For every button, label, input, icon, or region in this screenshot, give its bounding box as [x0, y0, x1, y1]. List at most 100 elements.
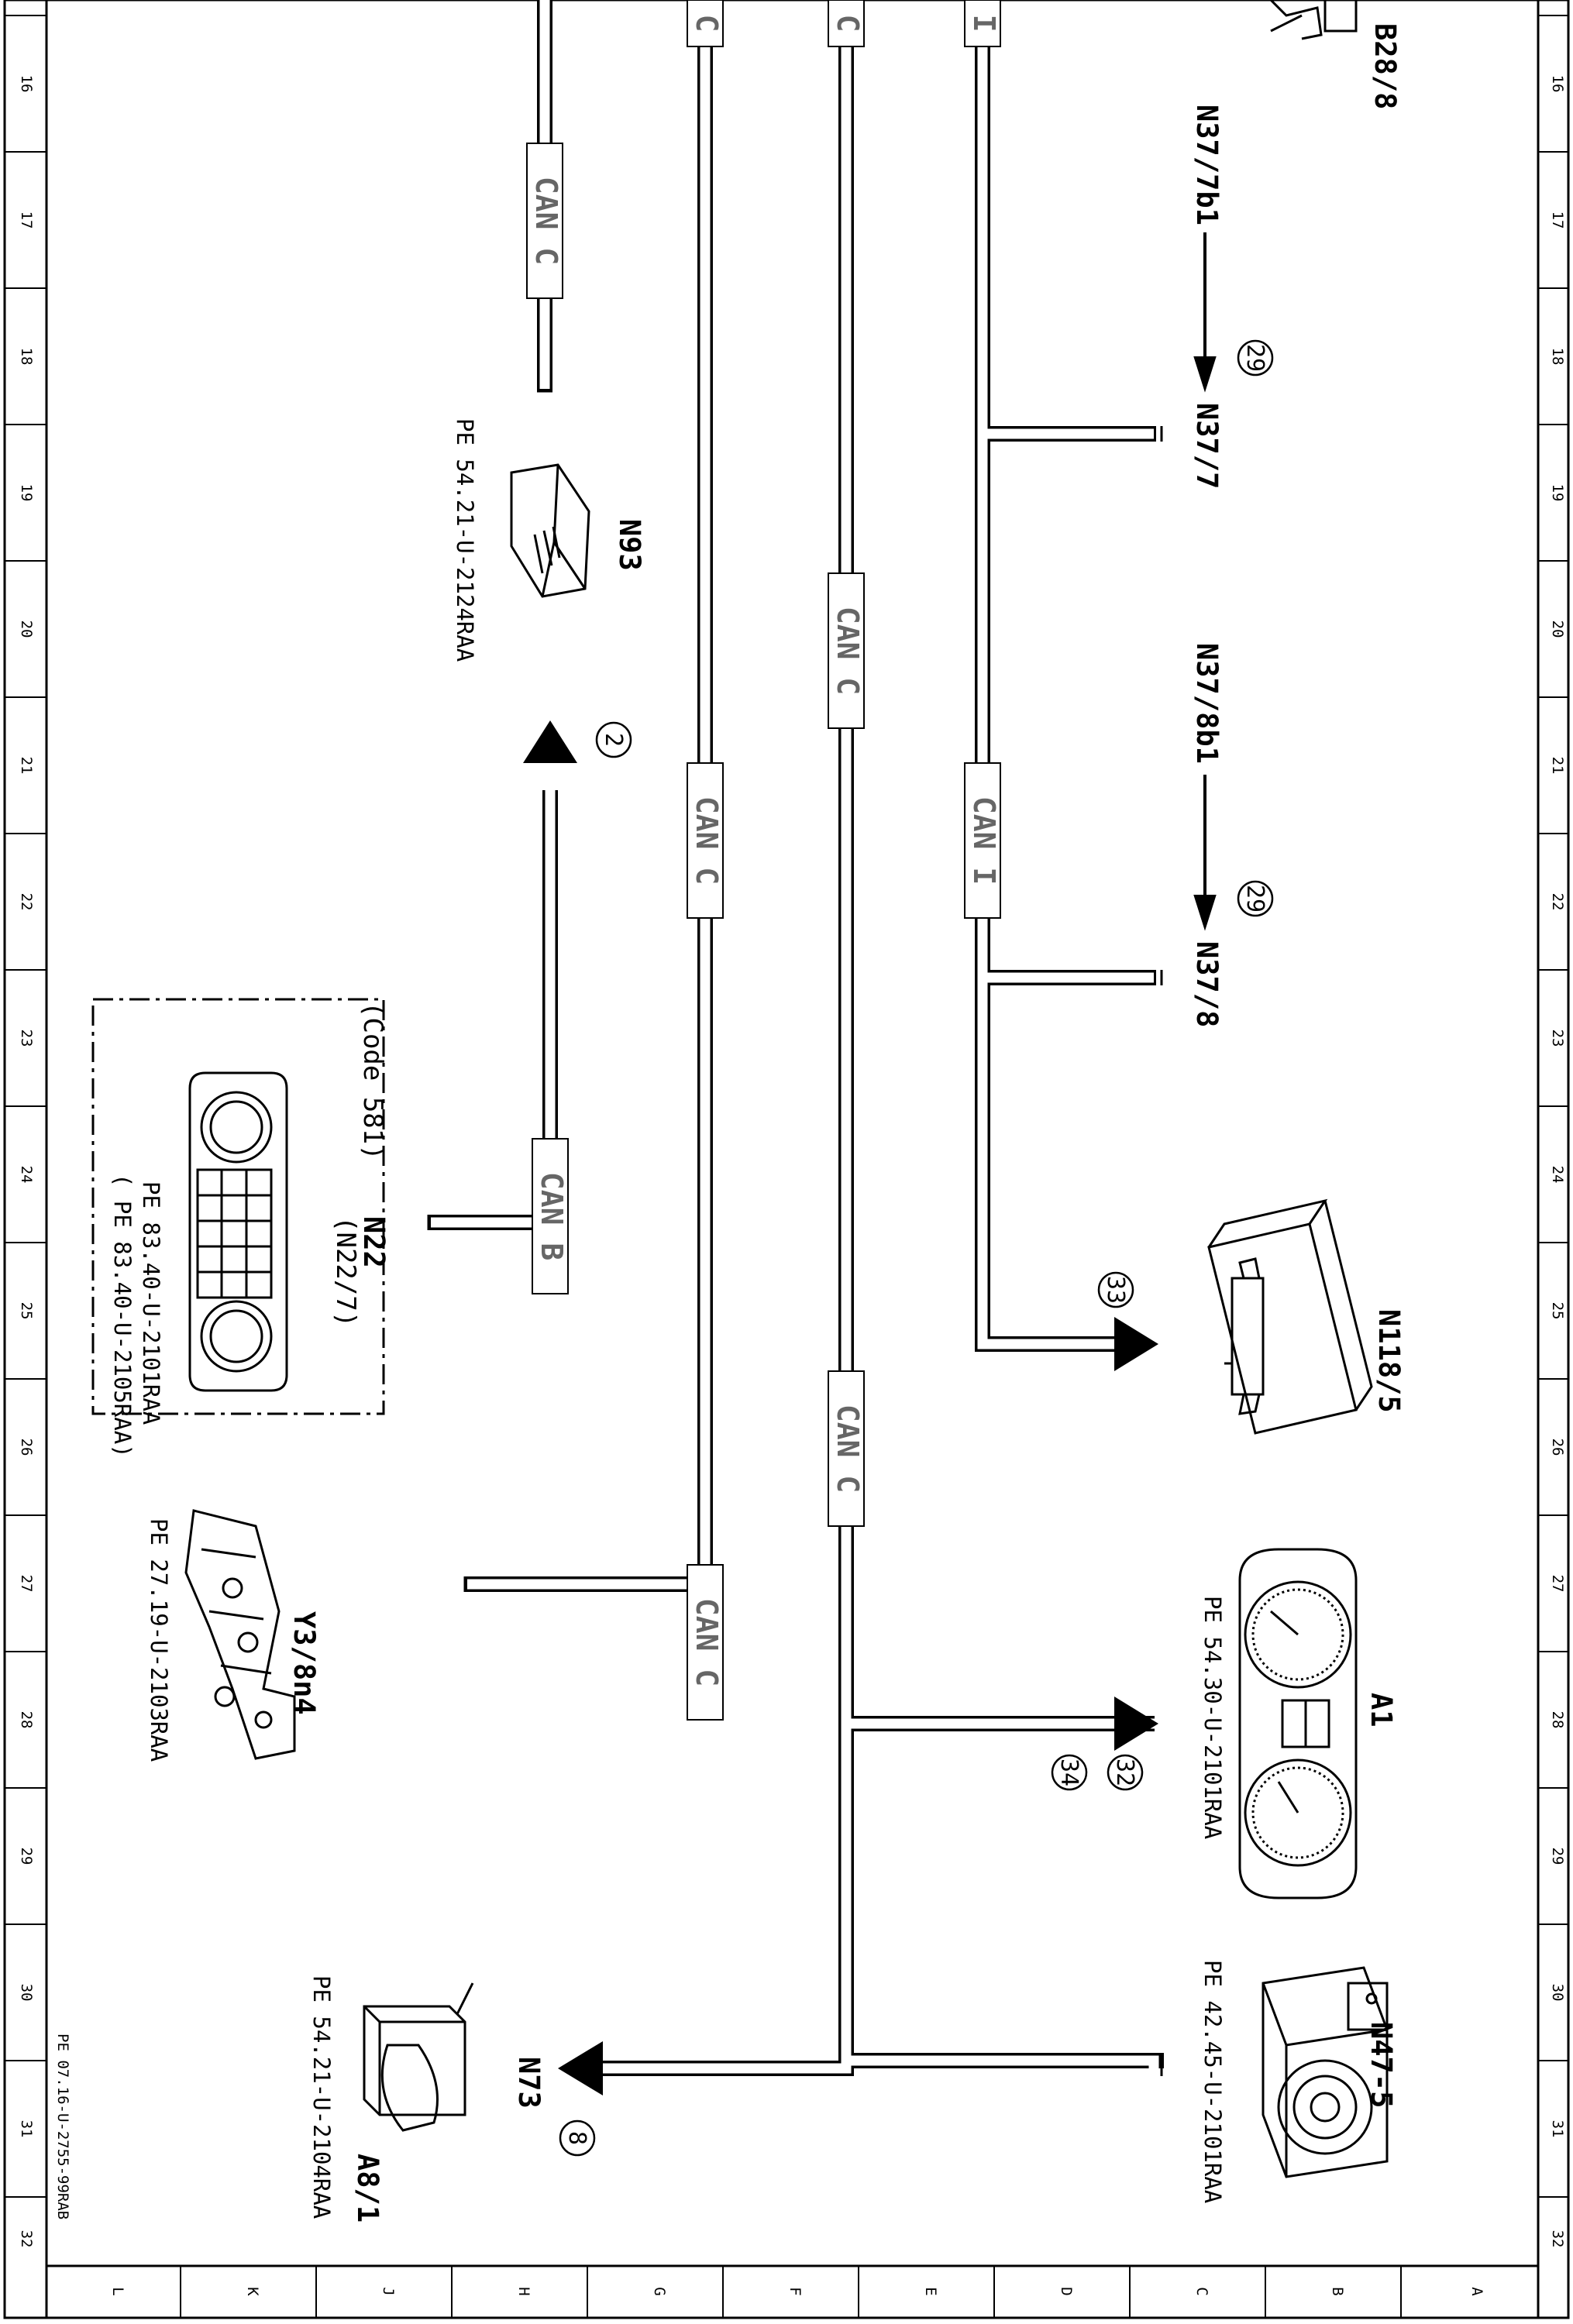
n22-climate-panel-icon — [188, 1071, 288, 1392]
row-label: 27 — [1549, 1575, 1566, 1593]
label-y3-8n4: Y3/8n4 — [287, 1611, 321, 1715]
column-label: C — [1193, 2287, 1210, 2295]
column-label: E — [922, 2287, 939, 2295]
column-label: H — [515, 2287, 532, 2295]
row-label: 22 — [18, 893, 35, 911]
n22-group: (Code 581) N22 (N22/7) PE 83.40-U-2101RA… — [91, 998, 391, 1458]
bus-label-can-b: CAN B — [532, 1138, 569, 1294]
ref-n47-5: PE 42.45-U-2101RAA — [1200, 1960, 1226, 2203]
svg-text:CAN I: CAN I — [967, 796, 1001, 885]
svg-text:32: 32 — [1111, 1758, 1138, 1786]
label-n37-8: N37/8 — [1190, 941, 1224, 1027]
arrow-n118-5 — [1114, 1317, 1158, 1371]
n47-5-esp-unit-icon — [1261, 1966, 1389, 2178]
callout-29: 29 — [1237, 880, 1274, 917]
row-label: 26 — [18, 1439, 35, 1456]
row-label: 31 — [1549, 2120, 1566, 2138]
svg-text:CAN C: CAN C — [831, 1404, 865, 1493]
row-label: 17 — [18, 211, 35, 229]
row-label: 21 — [18, 757, 35, 775]
callout-2: 2 — [595, 721, 632, 758]
bus-labels: CAN C C C I CAN C CAN C CAN C CAN C — [526, 0, 1001, 1721]
svg-text:CAN C: CAN C — [529, 177, 563, 265]
row-label: 32 — [18, 2230, 35, 2248]
label-a1: A1 — [1365, 1693, 1398, 1728]
bus-label-can-i: CAN I — [964, 762, 1001, 919]
callout-32: 32 — [1107, 1754, 1144, 1791]
wire-caps — [427, 390, 1163, 2076]
row-label: 24 — [1549, 1166, 1566, 1184]
label-n118-5: N118/5 — [1372, 1309, 1406, 1413]
svg-text:8: 8 — [563, 2131, 590, 2145]
row-label: 20 — [18, 621, 35, 638]
arrow-a1 — [1114, 1697, 1158, 1751]
row-label: 28 — [18, 1711, 35, 1729]
row-label: 20 — [1549, 621, 1566, 638]
row-label: 23 — [18, 1030, 35, 1047]
column-label: F — [786, 2287, 804, 2295]
arrowheads — [523, 720, 1158, 2095]
label-n37-8b1: N37/8b1 — [1190, 643, 1224, 764]
b28-8-sensor-icon — [1269, 0, 1358, 40]
row-label: 26 — [1549, 1439, 1566, 1456]
row-label: 16 — [18, 75, 35, 93]
row-label: 28 — [1549, 1711, 1566, 1729]
svg-text:CAN C: CAN C — [831, 607, 865, 695]
bus-label-can-c: CAN C — [828, 572, 865, 729]
row-labels-right: 16 17 18 19 20 21 22 23 24 25 26 27 28 2… — [1549, 75, 1566, 2248]
a8-1-ignition-key-icon — [363, 1982, 474, 2132]
bus-label-can-c: CAN C — [687, 1564, 724, 1721]
callout-29: 29 — [1237, 339, 1274, 376]
label-n93: N93 — [613, 519, 646, 571]
document-id: PE 07.16-U-2755-99RAB — [54, 2033, 71, 2219]
label-n37-7: N37/7 — [1190, 403, 1224, 489]
row-ticks — [5, 15, 1568, 2198]
label-n22: N22 — [357, 1216, 391, 1268]
label-a8-1: A8/1 — [351, 2154, 384, 2223]
row-label: 21 — [1549, 757, 1566, 775]
bus-label-can-c: CAN C — [526, 143, 563, 299]
column-label: A — [1468, 2287, 1485, 2296]
ref-y3-8n4: PE 27.19-U-2103RAA — [146, 1518, 172, 1762]
row-label: 29 — [18, 1848, 35, 1865]
svg-text:CAN C: CAN C — [690, 1598, 724, 1686]
ref-n22-2: ( PE 83.40-U-2105RAA) — [109, 1174, 136, 1458]
svg-text:29: 29 — [1241, 885, 1268, 913]
wires-outline — [429, 0, 1164, 2076]
row-label: 23 — [1549, 1030, 1566, 1047]
row-label: 19 — [18, 484, 35, 502]
code-581: (Code 581) — [357, 1002, 388, 1160]
svg-text:CAN C: CAN C — [690, 796, 724, 885]
arrow-n73 — [558, 2041, 603, 2095]
callout-34: 34 — [1051, 1754, 1088, 1791]
row-label: 19 — [1549, 484, 1566, 502]
svg-text:I: I — [967, 15, 1001, 33]
row-label: 16 — [1549, 75, 1566, 93]
callout-33: 33 — [1097, 1271, 1134, 1308]
row-label: 31 — [18, 2120, 35, 2138]
svg-text:33: 33 — [1102, 1276, 1129, 1304]
svg-text:C: C — [690, 15, 724, 33]
row-label: 24 — [18, 1166, 35, 1184]
svg-text:CAN B: CAN B — [535, 1172, 569, 1260]
column-label: J — [380, 2287, 397, 2295]
bus-label-i: I — [964, 0, 1001, 47]
ref-a8-1: PE 54.21-U-2104RAA — [308, 1975, 335, 2219]
label-b28-8: B28/8 — [1368, 23, 1402, 109]
callouts: 29 29 2 33 32 34 8 — [559, 339, 1274, 2157]
ref-a1: PE 54.30-U-2101RAA — [1200, 1596, 1226, 1839]
bus-label-can-c: CAN C — [828, 1370, 865, 1527]
column-label: L — [109, 2287, 126, 2295]
column-labels: L K J H G F E D C B A — [109, 2287, 1485, 2296]
label-n22-7: (N22/7) — [330, 1216, 361, 1327]
row-label: 25 — [1549, 1302, 1566, 1320]
column-label: G — [651, 2287, 668, 2295]
y3-8n4-module-icon — [184, 1509, 296, 1760]
svg-text:2: 2 — [600, 733, 627, 747]
row-label: 30 — [18, 1984, 35, 2002]
row-label: 25 — [18, 1302, 35, 1320]
bus-label-c: C — [687, 0, 724, 47]
ref-n22-1: PE 83.40-U-2101RAA — [138, 1181, 164, 1425]
a1-instrument-cluster-icon — [1238, 1548, 1358, 1899]
row-label: 18 — [18, 348, 35, 366]
